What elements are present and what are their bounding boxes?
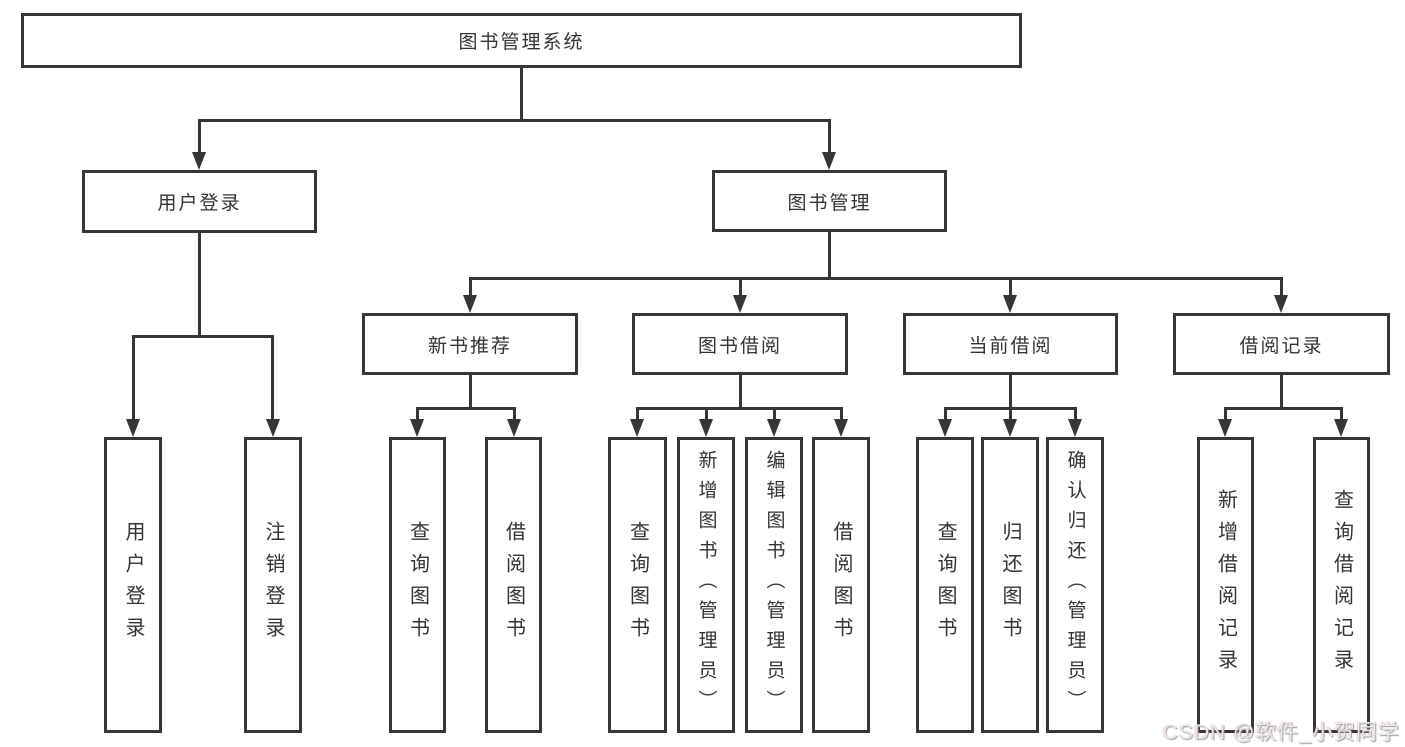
arrow-down-icon [1218,419,1232,437]
node-root-label: 图书管理系统 [458,32,585,53]
arrow-down-icon [410,419,424,437]
node-borrowing-records: 借阅记录 [1173,313,1390,375]
arrow-down-icon [733,295,747,313]
connector-line [1224,407,1227,421]
connector-line [1009,277,1012,297]
arrow-down-icon [1068,419,1082,437]
connector-line [1009,407,1012,421]
connector-line [520,68,523,121]
node-current-borrowing: 当前借阅 [903,313,1118,375]
arrow-down-icon [1003,295,1017,313]
node-records-add-record: 新增借阅记录 [1197,437,1254,733]
connector-line [132,335,135,421]
node-borrowing-borrow-books: 借阅图书 [812,437,870,733]
connector-line [828,232,831,279]
connector-line [416,407,419,421]
connector-line [198,233,201,337]
node-book-borrowing: 图书借阅 [632,313,848,375]
connector-line [828,119,831,155]
node-recommend-borrow-books: 借阅图书 [485,437,542,733]
connector-line [469,375,472,409]
connector-line [944,407,947,421]
node-new-book-recommend-label: 新书推荐 [427,335,512,357]
node-current-query-books: 查询图书 [916,437,974,733]
arrow-down-icon [507,419,521,437]
connector-line [1224,407,1343,410]
connector-line [513,407,516,421]
arrow-down-icon [1274,295,1288,313]
connector-line [198,119,201,155]
arrow-down-icon [126,419,140,437]
node-current-return-books: 归还图书 [981,437,1039,733]
node-borrowing-add-books-admin: 新增图书（管理员） [677,437,735,733]
arrow-down-icon [834,419,848,437]
connector-line [271,335,274,421]
connector-line [132,335,274,338]
node-book-management-label: 图书管理 [787,192,872,214]
node-book-borrowing-label: 图书借阅 [697,335,782,357]
node-logout-leaf: 注销登录 [244,437,302,733]
arrow-down-icon [463,295,477,313]
node-user-login: 用户登录 [82,170,317,233]
connector-line [840,407,843,421]
arrow-down-icon [938,419,952,437]
connector-line [1074,407,1077,421]
connector-line [1280,277,1283,297]
arrow-down-icon [767,419,781,437]
arrow-down-icon [822,152,836,170]
node-records-query-record: 查询借阅记录 [1313,437,1370,733]
arrow-down-icon [1003,419,1017,437]
connector-line [739,375,742,409]
node-recommend-query-books: 查询图书 [389,437,446,733]
connector-line [636,407,639,421]
csdn-watermark: CSDN @软件_小贺同学 [1162,721,1400,744]
node-borrowing-records-label: 借阅记录 [1239,335,1324,357]
node-book-management: 图书管理 [712,170,947,232]
connector-line [416,407,516,410]
connector-line [1340,407,1343,421]
arrow-down-icon [1334,419,1348,437]
node-user-login-leaf: 用户登录 [104,437,162,733]
connector-line [705,407,708,421]
arrow-down-icon [192,152,206,170]
node-user-login-label: 用户登录 [157,193,242,214]
connector-line [773,407,776,421]
node-borrowing-edit-books-admin: 编辑图书（管理员） [745,437,803,733]
arrow-down-icon [266,419,280,437]
connector-line [469,277,472,297]
node-root: 图书管理系统 [21,13,1022,68]
connector-line [739,277,742,297]
node-new-book-recommend: 新书推荐 [362,313,578,375]
arrow-down-icon [630,419,644,437]
connector-line [1009,375,1012,409]
node-current-confirm-return-admin: 确认归还（管理员） [1046,437,1104,733]
connector-line [636,407,843,410]
arrow-down-icon [699,419,713,437]
node-current-borrowing-label: 当前借阅 [968,335,1053,357]
connector-line [469,277,1283,280]
connector-line [1280,375,1283,409]
node-borrowing-query-books: 查询图书 [608,437,667,733]
connector-line [198,119,831,122]
